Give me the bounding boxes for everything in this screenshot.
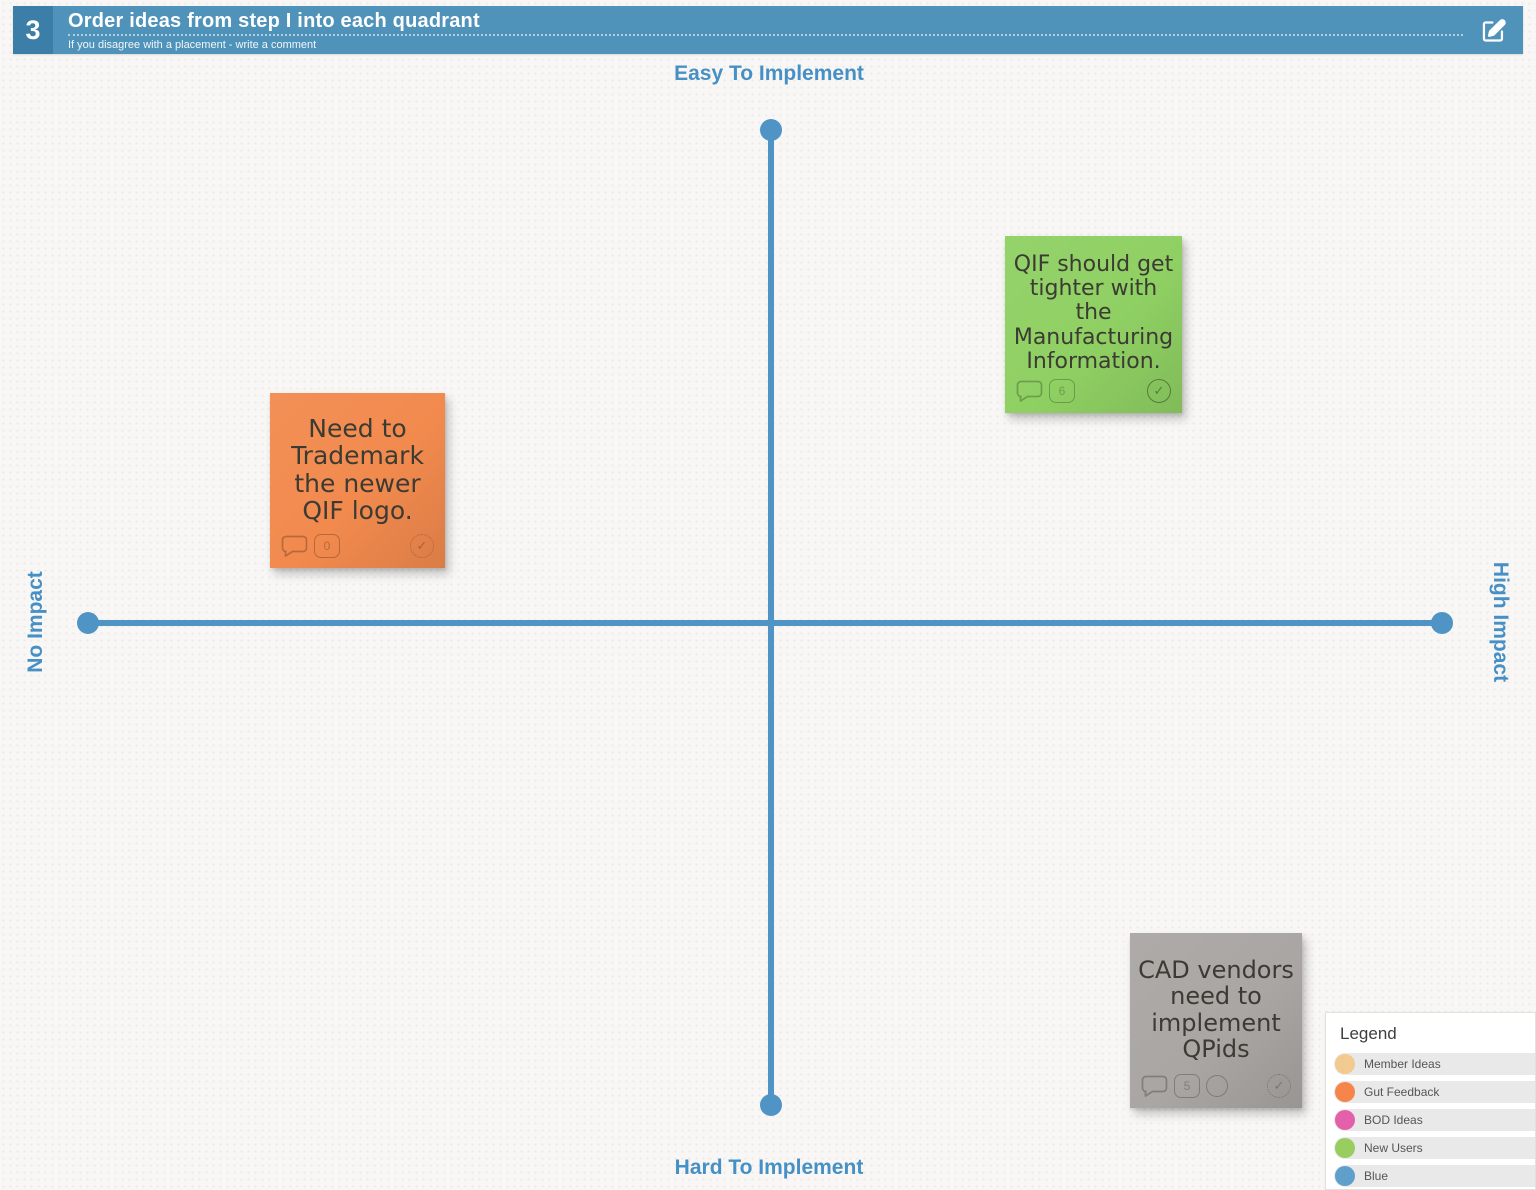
step-number-badge: 3 xyxy=(13,6,53,54)
legend-item: Gut Feedback xyxy=(1334,1081,1535,1103)
vote-count-badge[interactable]: 0 xyxy=(314,534,340,558)
step-header-text: Order ideas from step I into each quadra… xyxy=(53,6,1523,54)
sticky-note-footer: 5 ✓ xyxy=(1130,1074,1302,1108)
step-subtitle: If you disagree with a placement - write… xyxy=(68,39,317,51)
legend-item: New Users xyxy=(1334,1137,1535,1159)
legend-color-dot xyxy=(1335,1166,1355,1186)
edit-icon xyxy=(1482,18,1506,42)
legend-title: Legend xyxy=(1340,1024,1397,1043)
legend-panel: Legend Member Ideas Gut Feedback BOD Ide… xyxy=(1325,1012,1536,1190)
sticky-note[interactable]: CAD vendors need to implement QPids 5 ✓ xyxy=(1130,933,1302,1108)
legend-color-dot xyxy=(1335,1138,1355,1158)
approve-check-icon[interactable]: ✓ xyxy=(1147,379,1171,403)
step-title[interactable]: Order ideas from step I into each quadra… xyxy=(68,10,480,32)
axis-label-easy: Easy To Implement xyxy=(674,62,864,85)
sticky-note-footer: 0 ✓ xyxy=(270,534,445,568)
axis-endpoint-top xyxy=(760,119,782,141)
approve-check-icon[interactable]: ✓ xyxy=(1267,1074,1291,1098)
sticky-note[interactable]: Need to Trademark the newer QIF logo. 0 … xyxy=(270,393,445,568)
axis-endpoint-bottom xyxy=(760,1094,782,1116)
comment-icon[interactable] xyxy=(1141,1075,1168,1097)
legend-item: Blue xyxy=(1334,1165,1535,1187)
sticky-note-text: CAD vendors need to implement QPids xyxy=(1138,955,1294,1063)
sticky-note[interactable]: QIF should get tighter with the Manufact… xyxy=(1005,236,1182,413)
comment-icon[interactable] xyxy=(1016,380,1043,402)
axis-label-no-impact: No Impact xyxy=(24,571,47,673)
legend-color-dot xyxy=(1335,1110,1355,1130)
axis-endpoint-left xyxy=(77,612,99,634)
legend-color-dot xyxy=(1335,1082,1355,1102)
avatar-circle-icon[interactable] xyxy=(1206,1075,1228,1097)
legend-item: BOD Ideas xyxy=(1334,1109,1535,1131)
sticky-note-text: Need to Trademark the newer QIF logo. xyxy=(291,413,424,525)
legend-item-label: New Users xyxy=(1364,1141,1423,1155)
axis-label-hard: Hard To Implement xyxy=(674,1156,864,1179)
step-header: 3 Order ideas from step I into each quad… xyxy=(13,6,1523,54)
edit-step-button[interactable] xyxy=(1476,15,1510,47)
approve-check-icon[interactable]: ✓ xyxy=(410,534,434,558)
step-title-row: Order ideas from step I into each quadra… xyxy=(68,10,1463,36)
vote-count-badge[interactable]: 5 xyxy=(1174,1074,1200,1098)
horizontal-axis-line xyxy=(88,620,1442,626)
legend-item-label: BOD Ideas xyxy=(1364,1113,1423,1127)
comment-icon[interactable] xyxy=(281,535,308,557)
sticky-note-text: QIF should get tighter with the Manufact… xyxy=(1013,252,1174,374)
legend-color-dot xyxy=(1335,1054,1355,1074)
vote-count-badge[interactable]: 6 xyxy=(1049,379,1075,403)
legend-item-label: Blue xyxy=(1364,1169,1389,1183)
legend-item-label: Member Ideas xyxy=(1364,1057,1441,1071)
axis-label-high-impact: High Impact xyxy=(1489,561,1512,683)
legend-item: Member Ideas xyxy=(1334,1053,1535,1075)
axis-endpoint-right xyxy=(1431,612,1453,634)
vertical-axis-line xyxy=(768,130,774,1105)
legend-item-label: Gut Feedback xyxy=(1364,1085,1440,1099)
sticky-note-footer: 6 ✓ xyxy=(1005,379,1182,413)
